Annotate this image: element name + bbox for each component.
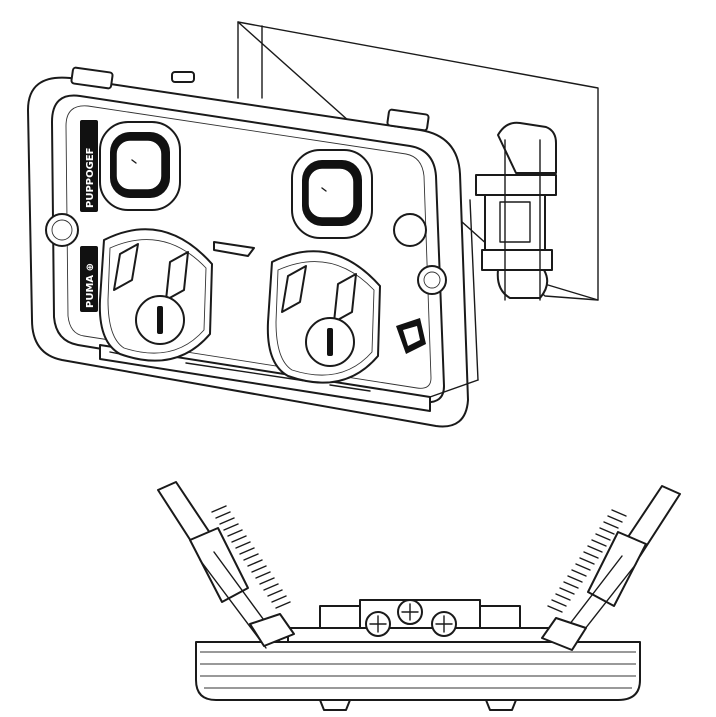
left-socket [98, 228, 213, 362]
hazard-triangle-icon [396, 318, 426, 354]
left-screw-hole-inner [51, 219, 73, 241]
right-socket-pin-slot-1 [281, 265, 307, 313]
left-socket-pin-slot-1 [113, 243, 139, 291]
side-mounting-clip [475, 121, 557, 301]
left-spring [211, 505, 291, 609]
left-mounting-arm [157, 481, 295, 649]
left-switch [99, 121, 181, 211]
brand-label-plate: PUPPOGEF [80, 120, 98, 212]
right-socket [266, 250, 381, 384]
right-screw-hole [417, 265, 447, 295]
right-mounting-arm [541, 485, 681, 651]
right-switch [291, 149, 373, 239]
center-screw-hole [393, 213, 427, 247]
brand-label-text: PUPPOGEF [85, 148, 96, 208]
right-spring [547, 509, 627, 613]
side-view-base [195, 641, 641, 711]
right-socket-pin-slot-2 [333, 273, 357, 323]
left-socket-pin-slot-2 [165, 251, 189, 301]
model-label-text: PUMA ⊕ [85, 263, 96, 308]
left-screw-hole [45, 213, 79, 247]
model-label-plate: PUMA ⊕ [80, 246, 98, 312]
center-indicator-icon [213, 241, 255, 257]
side-view-terminal-block [287, 599, 549, 643]
